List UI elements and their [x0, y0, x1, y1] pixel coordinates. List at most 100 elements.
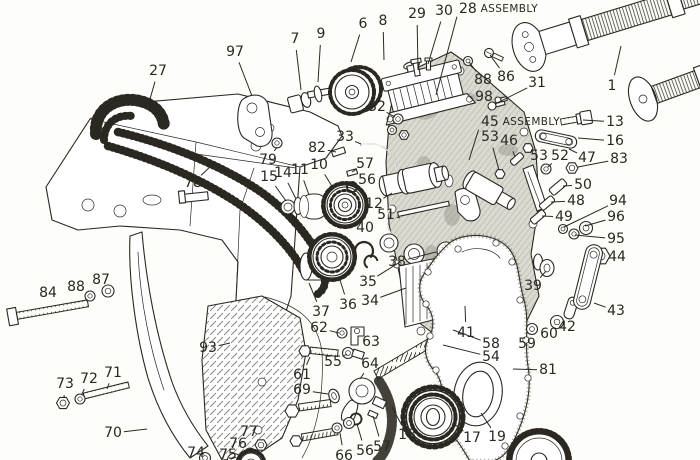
- part-callout-96: 96: [607, 209, 625, 225]
- part-callout-72: 72: [80, 371, 98, 387]
- part-callout-97: 97: [226, 44, 244, 60]
- leader-line-10: [324, 174, 334, 189]
- leader-line-78: [200, 165, 212, 176]
- part-callout-18: 18: [398, 427, 416, 443]
- part-callout-54: 54: [482, 349, 500, 365]
- leader-line-6: [350, 34, 361, 63]
- leader-line-45: [468, 129, 480, 161]
- leader-line-35: [377, 261, 401, 277]
- part-callout-53: 53: [481, 129, 499, 145]
- leader-line-11: [303, 180, 310, 196]
- leader-line-52: [547, 163, 553, 168]
- leader-line-96: [584, 219, 606, 227]
- leader-line-64: [359, 372, 365, 380]
- crankshaft-sprocket: [400, 384, 466, 450]
- part-callout-69: 69: [293, 382, 311, 398]
- part-callout-56: 56: [356, 443, 374, 459]
- leader-line-83: [577, 160, 609, 168]
- part-callout-60: 60: [540, 326, 558, 342]
- part-callout-6: 6: [359, 16, 368, 32]
- part-callout-56: 56: [358, 172, 376, 188]
- distributor-drive-housing: [346, 162, 450, 217]
- part-callout-87: 87: [92, 272, 110, 288]
- leader-line-8: [382, 31, 385, 61]
- part-callout-75: 75: [219, 447, 237, 460]
- part-callout-62: 62: [310, 320, 328, 336]
- leader-line-7: [295, 49, 302, 91]
- leader-line-16: [577, 137, 605, 141]
- part-callout-35: 35: [359, 274, 377, 290]
- part-callout-49: 49: [555, 209, 573, 225]
- part-callout-64: 64: [361, 356, 379, 372]
- part-callout-16: 16: [606, 133, 624, 149]
- leader-line-17: [452, 422, 464, 432]
- part-callout-52: 52: [551, 148, 569, 164]
- part-callout-38: 38: [388, 254, 406, 270]
- part-callout-10: 10: [310, 157, 328, 173]
- chain-tensioner-assembly: [454, 152, 548, 222]
- part-callout-95: 95: [607, 231, 625, 247]
- leader-line-34: [380, 287, 407, 298]
- leader-line-19: [480, 412, 492, 429]
- part-callout-9: 9: [317, 26, 326, 42]
- part-callout-1: 1: [608, 78, 617, 94]
- part-callout-7: 7: [291, 31, 300, 47]
- leader-line-70: [123, 428, 148, 433]
- part-callout-8: 8: [379, 13, 388, 29]
- part-callout-61: 61: [293, 367, 311, 383]
- part-callout-73: 73: [56, 376, 74, 392]
- leader-line-58: [452, 329, 481, 341]
- leader-line-1: [613, 45, 622, 76]
- leader-line-79: [273, 146, 278, 152]
- leader-line-51: [396, 216, 401, 219]
- part-callout-83: 83: [610, 151, 628, 167]
- cover-gasket: [453, 361, 503, 427]
- leader-line-57: [372, 415, 380, 437]
- auxiliary-shaft: [627, 63, 700, 122]
- leader-line-38: [407, 251, 437, 260]
- part-callout-58: 58: [482, 336, 500, 352]
- part-callout-47: 47: [578, 150, 596, 166]
- leader-line-97: [238, 62, 253, 97]
- camshaft: [511, 0, 700, 72]
- leader-line-12: [383, 192, 393, 199]
- leader-line-18: [391, 406, 403, 426]
- part-callout-59: 59: [518, 336, 536, 352]
- leader-line-14: [287, 182, 297, 200]
- leader-line-82: [327, 149, 337, 153]
- part-callout-50: 50: [574, 177, 592, 193]
- part-callout-32: 32: [368, 99, 386, 115]
- part-callout-48: 48: [567, 193, 585, 209]
- oil-feed-parts: [298, 326, 365, 360]
- part-callout-46: 46: [500, 133, 518, 149]
- leader-line-93: [218, 342, 231, 347]
- engine-bracket: [45, 93, 343, 348]
- helical-gear: [506, 428, 572, 460]
- leader-line-94: [563, 205, 609, 228]
- part-callout-82: 82: [308, 140, 326, 156]
- leader-line-57: [351, 169, 356, 173]
- oil-pump-drive: [198, 376, 397, 460]
- part-callout-34: 34: [361, 293, 379, 309]
- part-callout-51: 51: [377, 207, 395, 223]
- part-callout-33: 33: [336, 129, 354, 145]
- leader-line-15: [274, 185, 287, 202]
- leader-line-47: [568, 148, 578, 154]
- part-callout-55: 55: [324, 354, 342, 370]
- part-callout-39: 39: [524, 278, 542, 294]
- leader-line-48: [550, 200, 566, 203]
- leader-line-62: [329, 330, 340, 334]
- lever-links: [525, 244, 603, 336]
- part-callout-43: 43: [607, 303, 625, 319]
- leader-line-46: [512, 151, 516, 158]
- part-callout-30: 30: [435, 3, 453, 19]
- part-callout-94: 94: [609, 193, 627, 209]
- part-callout-88: 88: [67, 279, 85, 295]
- part-callout-88: 88: [474, 72, 492, 88]
- crank-drive-sprocket-group: [299, 232, 379, 282]
- left-bolt-sets: [6, 284, 130, 410]
- part-callout-71: 71: [104, 365, 122, 381]
- leader-line-39: [539, 270, 547, 279]
- part-callout-98: 98: [475, 89, 493, 105]
